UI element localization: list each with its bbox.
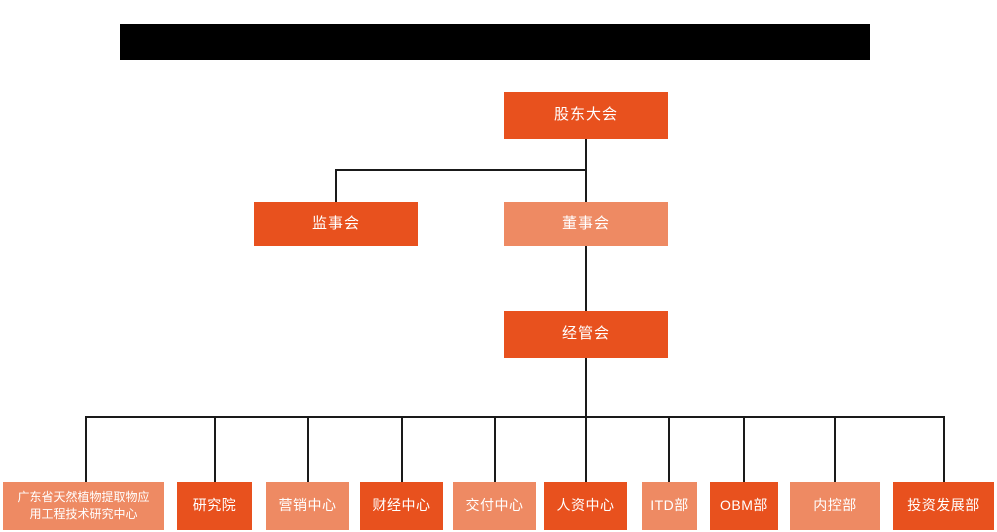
connector-to-itd-department	[668, 416, 670, 482]
node-label-board-of-supervisors: 监事会	[311, 214, 360, 232]
node-itd-department[interactable]: ITD部	[642, 482, 697, 530]
node-internal-control-department[interactable]: 内控部	[790, 482, 880, 530]
connector-to-finance-center	[401, 416, 403, 482]
connector-to-hr-center	[585, 416, 587, 482]
node-investment-development-department[interactable]: 投资发展部	[893, 482, 994, 530]
node-finance-center[interactable]: 财经中心	[360, 482, 443, 530]
node-label-marketing-center: 营销中心	[278, 497, 337, 514]
connector-to-marketing-center	[307, 416, 309, 482]
node-board-of-directors[interactable]: 董事会	[504, 202, 668, 246]
node-label-research-institute: 研究院	[192, 497, 237, 514]
node-delivery-center[interactable]: 交付中心	[453, 482, 536, 530]
node-shareholders-meeting[interactable]: 股东大会	[504, 92, 668, 139]
node-label-investment-development-department: 投资发展部	[907, 497, 980, 514]
connector-management-down	[585, 358, 587, 418]
node-label-research-center-line1: 广东省天然植物提取物应	[17, 489, 150, 504]
connector-shareholders-down	[585, 139, 587, 204]
node-label-board-of-directors: 董事会	[561, 214, 610, 232]
node-marketing-center[interactable]: 营销中心	[266, 482, 349, 530]
connector-to-obm-department	[743, 416, 745, 482]
node-label-obm-department: OBM部	[720, 497, 768, 514]
node-label-shareholders-meeting: 股东大会	[553, 106, 618, 124]
connector-to-research-center	[85, 416, 87, 482]
node-board-of-supervisors[interactable]: 监事会	[254, 202, 418, 246]
connector-department-bus	[85, 416, 944, 418]
node-research-institute[interactable]: 研究院	[177, 482, 252, 530]
node-label-finance-center: 财经中心	[372, 497, 431, 514]
node-label-hr-center: 人资中心	[556, 497, 615, 514]
node-label-research-center: 广东省天然植物提取物应 用工程技术研究中心	[3, 489, 164, 524]
node-label-internal-control-department: 内控部	[813, 497, 857, 514]
node-label-itd-department: ITD部	[650, 497, 689, 514]
connector-to-internal-control-department	[834, 416, 836, 482]
node-label-management-committee: 经管会	[561, 325, 610, 343]
node-label-delivery-center: 交付中心	[465, 497, 524, 514]
node-research-center[interactable]: 广东省天然植物提取物应 用工程技术研究中心	[3, 482, 164, 530]
connector-to-investment-development-department	[943, 416, 945, 482]
node-hr-center[interactable]: 人资中心	[544, 482, 627, 530]
connector-to-delivery-center	[494, 416, 496, 482]
connector-directors-to-management	[585, 244, 587, 311]
node-obm-department[interactable]: OBM部	[710, 482, 778, 530]
connector-to-board-of-supervisors	[335, 169, 337, 202]
connector-level2-bus	[335, 169, 586, 171]
connector-to-research-institute	[214, 416, 216, 482]
node-label-research-center-line2: 用工程技术研究中心	[29, 507, 138, 521]
redacted-title-banner	[120, 24, 870, 60]
node-management-committee[interactable]: 经管会	[504, 311, 668, 358]
